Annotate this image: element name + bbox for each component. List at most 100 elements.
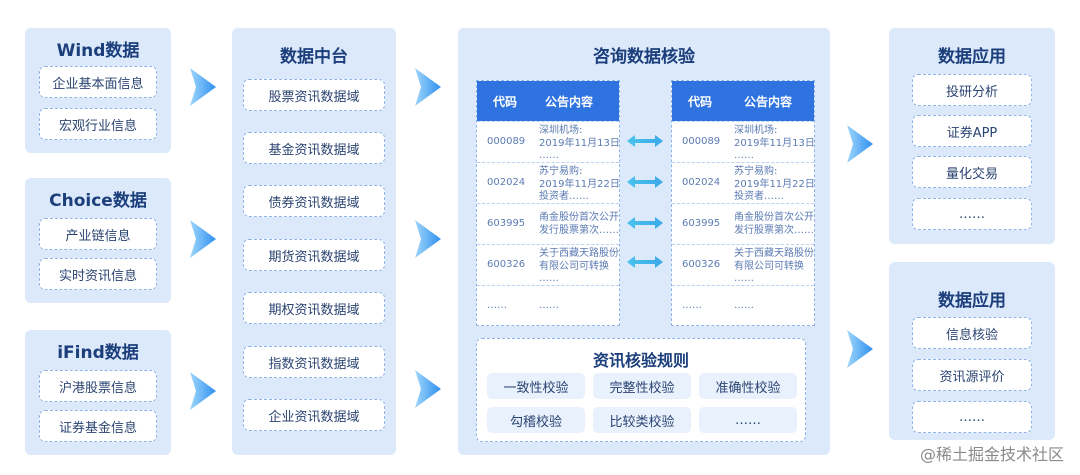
row-line: …… [539,150,559,161]
row-line: 苏宁易购: [539,166,583,177]
domain-item: 债券资讯数据域 [243,185,385,217]
app-item: 投研分析 [912,74,1032,106]
row-code: 000089 [487,136,526,147]
app-item: 证券APP [912,115,1032,147]
domain-item: 企业资讯数据域 [243,399,385,431]
row-line: 甬金股份首次公开 [539,212,619,223]
row-line: 2019年11月13日 [734,137,815,149]
table-row: 603995 甬金股份首次公开 发行股票第次…… [672,203,814,244]
source-panel-wind: Wind数据 企业基本面信息 宏观行业信息 [25,28,171,153]
domain-item: 基金资讯数据域 [243,132,385,164]
rule-item: 准确性校验 [699,373,797,399]
flow-arrow-icon [190,68,216,106]
watermark: @稀土掘金技术社区 [919,445,1064,464]
rule-item: 比较类校验 [593,407,691,433]
row-code: …… [682,300,702,311]
app-item: …… [912,401,1032,433]
flow-arrow-icon [847,330,873,368]
row-line: …… [539,300,559,311]
check-title: 咨询数据核验 [593,47,695,67]
source-title: Choice数据 [49,191,147,211]
compare-arrow-icon [627,176,663,188]
rule-item: 勾稽校验 [487,407,585,433]
row-line: 2019年11月22日 [539,178,620,190]
app-title: 数据应用 [938,47,1006,67]
row-line: …… [734,300,754,311]
source-panel-ifind: iFind数据 沪港股票信息 证券基金信息 [25,330,171,455]
table-row: 002024 苏宁易购: 2019年11月22日 投资者…… [477,162,620,203]
row-line: …… [539,273,559,284]
flow-arrow-icon [415,220,441,258]
source-title: Wind数据 [56,41,140,61]
rule-item: …… [699,407,797,433]
row-code: 603995 [682,218,721,229]
app-title: 数据应用 [938,291,1006,311]
row-line: 投资者…… [734,191,784,202]
source-title: iFind数据 [57,343,139,363]
table-row: …… …… [672,285,814,326]
source-panel-choice: Choice数据 产业链信息 实时资讯信息 [25,178,171,303]
flow-arrow-icon [415,68,441,106]
announcement-table-right: 代码 公告内容 000089 深圳机场: 2019年11月13日 …… 0020… [671,80,815,326]
table-row: 600326 关于西藏天路股份 有限公司可转换 …… [672,244,814,285]
source-item: 证券基金信息 [39,410,157,442]
domain-item: 股票资讯数据域 [243,79,385,111]
middle-panel: 数据中台 股票资讯数据域 基金资讯数据域 债券资讯数据域 期货资讯数据域 期权资… [232,28,396,455]
row-line: …… [734,273,754,284]
header-code: 代码 [493,95,518,109]
source-item: 企业基本面信息 [39,66,157,98]
row-line: 发行股票第次…… [539,224,619,236]
table-header: 代码 公告内容 [477,81,619,121]
rule-item: 完整性校验 [593,373,691,399]
table-row: …… …… [477,285,619,326]
app-panel-2: 数据应用 信息核验 资讯源评价 …… [889,262,1055,440]
rules-title: 资讯核验规则 [592,351,689,370]
table-row: 600326 关于西藏天路股份 有限公司可转换 …… [477,244,619,285]
row-line: 2019年11月13日 [539,137,620,149]
row-line: 关于西藏天路股份 [539,248,619,259]
table-row: 002024 苏宁易购: 2019年11月22日 投资者…… [672,162,815,203]
app-panel-1: 数据应用 投研分析 证券APP 量化交易 …… [889,28,1055,244]
header-content: 公告内容 [545,95,594,109]
row-line: 关于西藏天路股份 [734,248,814,259]
compare-arrow-icon [627,256,663,268]
middle-title: 数据中台 [280,47,348,67]
app-item: …… [912,198,1032,230]
header-content: 公告内容 [744,95,793,109]
row-code: 000089 [682,136,721,147]
compare-arrow-icon [627,217,663,229]
flow-arrow-icon [190,372,216,410]
flow-arrow-icon [847,125,873,163]
row-line: 苏宁易购: [734,166,778,177]
flow-arrow-icon [190,220,216,258]
row-line: 投资者…… [539,191,589,202]
row-line: 有限公司可转换 [539,260,609,272]
row-line: 甬金股份首次公开 [734,212,814,223]
row-code: 600326 [682,259,721,270]
table-row: 000089 深圳机场: 2019年11月13日 …… [672,121,815,162]
source-item: 宏观行业信息 [39,108,157,140]
row-code: 002024 [682,177,721,188]
domain-item: 期货资讯数据域 [243,239,385,271]
source-item: 沪港股票信息 [39,370,157,402]
check-panel: 咨询数据核验 代码 公告内容 000089 深圳机场: 2019年11月13日 … [458,28,830,455]
compare-arrow-icon [627,135,663,147]
table-row: 000089 深圳机场: 2019年11月13日 …… [477,121,620,162]
row-line: 深圳机场: [734,125,778,136]
app-item: 量化交易 [912,156,1032,188]
header-code: 代码 [688,95,713,109]
row-line: 2019年11月22日 [734,178,815,190]
row-code: …… [487,300,507,311]
table-row: 603995 甬金股份首次公开 发行股票第次…… [477,203,619,244]
row-line: 发行股票第次…… [734,224,814,236]
rules-box: 资讯核验规则 一致性校验 完整性校验 准确性校验 勾稽校验 比较类校验 …… [476,338,806,442]
source-item: 产业链信息 [39,218,157,250]
row-line: …… [734,150,754,161]
app-item: 资讯源评价 [912,359,1032,391]
table-header: 代码 公告内容 [672,81,814,121]
row-code: 600326 [487,259,526,270]
row-code: 603995 [487,218,526,229]
flow-arrow-icon [415,370,441,408]
rule-item: 一致性校验 [487,373,585,399]
domain-item: 指数资讯数据域 [243,346,385,378]
